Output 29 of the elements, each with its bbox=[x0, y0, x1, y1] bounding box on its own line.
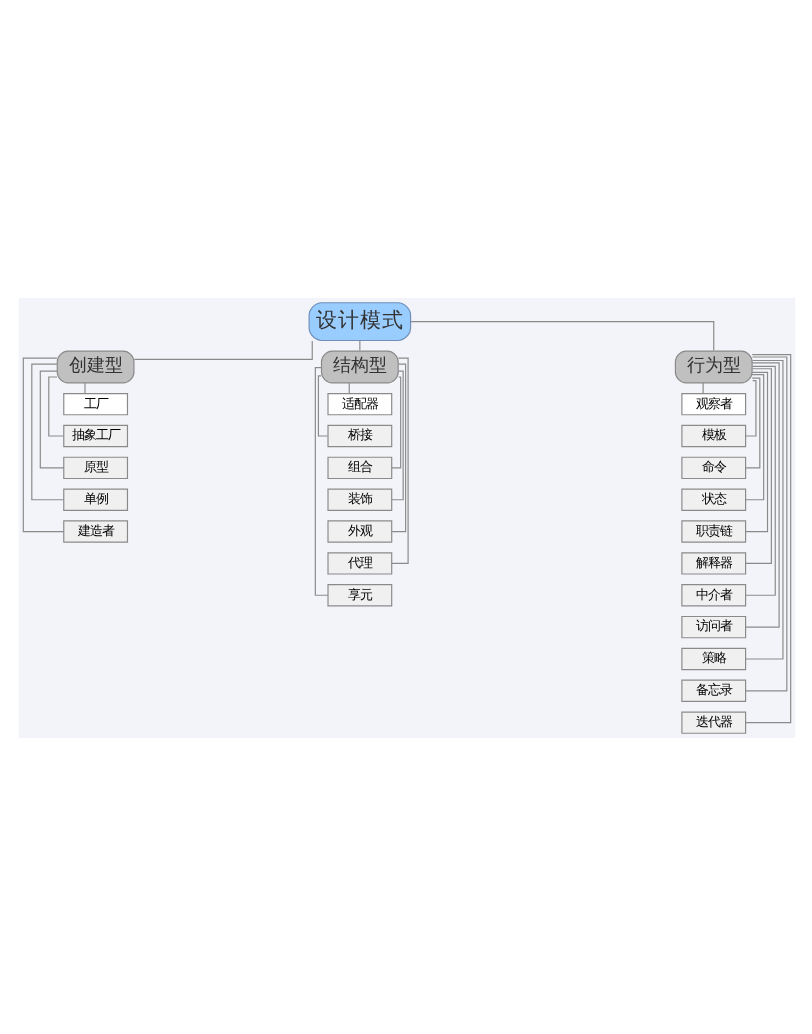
connector bbox=[30, 362, 64, 500]
connector bbox=[390, 356, 408, 563]
connector bbox=[47, 375, 64, 436]
connector bbox=[358, 339, 360, 351]
connector bbox=[744, 367, 771, 563]
connector bbox=[38, 369, 64, 468]
connector bbox=[132, 339, 312, 359]
connector bbox=[744, 358, 783, 659]
connector bbox=[744, 376, 760, 468]
connector bbox=[744, 353, 791, 723]
connector bbox=[744, 361, 779, 627]
connector bbox=[744, 364, 775, 595]
connector bbox=[744, 355, 787, 691]
connector bbox=[744, 379, 756, 436]
connector bbox=[390, 362, 406, 532]
connector bbox=[390, 375, 401, 468]
node-box: 结构型 bbox=[319, 349, 398, 383]
connector bbox=[409, 320, 714, 351]
connector bbox=[744, 373, 764, 500]
connector bbox=[701, 381, 703, 393]
connector bbox=[83, 381, 85, 393]
node-box: 设计模式 bbox=[307, 301, 411, 341]
connector bbox=[744, 370, 768, 532]
connector bbox=[316, 374, 328, 436]
connector bbox=[313, 366, 328, 595]
node-box: 行为型 bbox=[673, 349, 752, 383]
node-box: 创建型 bbox=[55, 349, 134, 383]
connector bbox=[390, 369, 403, 500]
connector bbox=[21, 356, 64, 532]
